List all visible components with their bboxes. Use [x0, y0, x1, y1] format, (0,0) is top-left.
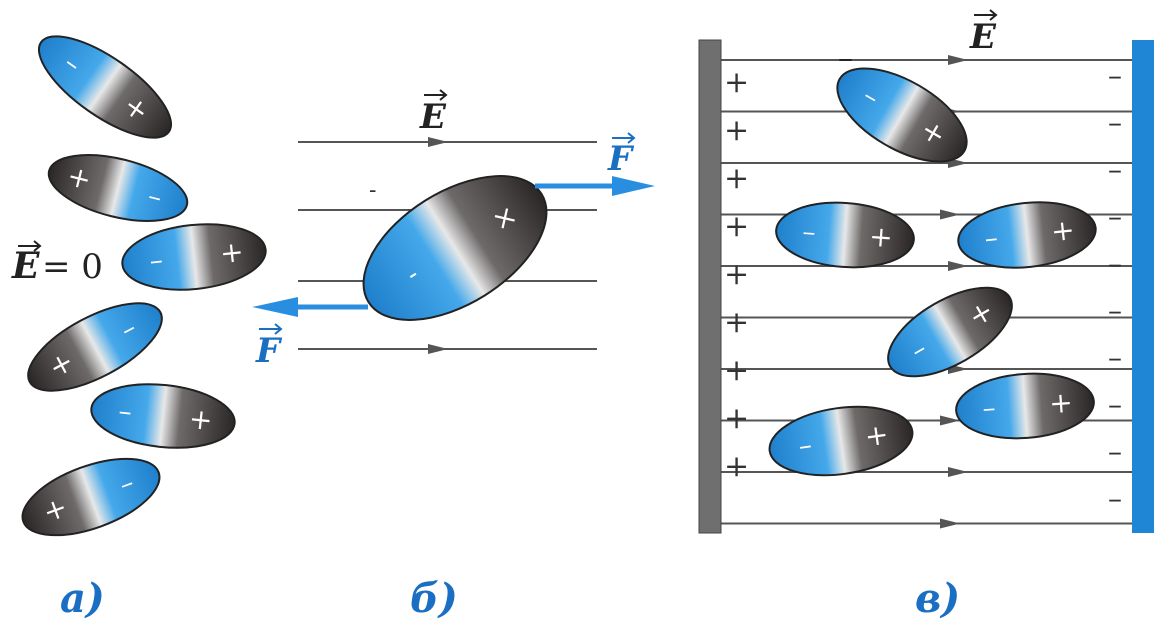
field-symbol-a: E — [11, 245, 40, 287]
minus-sign: – — [983, 223, 999, 254]
plate-minus-sign: – — [1108, 59, 1122, 92]
plate-minus-sign: – — [1108, 200, 1122, 233]
dipole-a2: + – — [47, 154, 189, 222]
vector-arrow-icon — [424, 89, 448, 101]
dipole-a6: + – — [21, 457, 161, 537]
field-arrow-icon — [940, 209, 960, 220]
panel-label-c: в) — [915, 575, 960, 622]
dipole-a4: + – — [27, 302, 163, 392]
field-arrow-icon — [940, 415, 960, 426]
field-arrow-icon — [940, 518, 960, 529]
dipole-a1: – + — [37, 35, 173, 139]
plate-minus-sign: – — [1108, 106, 1122, 139]
minus-mark: – — [838, 41, 853, 76]
plate-minus-sign: – — [1108, 153, 1122, 186]
vector-arrow-icon — [974, 9, 998, 21]
panel-b: E - × - F F — [252, 89, 655, 371]
dipole-body — [21, 457, 161, 537]
minus-sign: – — [148, 245, 164, 276]
field-zero-label: = 0 — [42, 247, 103, 287]
dipole-body — [887, 286, 1013, 378]
panel-a: – + + – – + + – – + — [11, 35, 267, 537]
force-symbol-right: F — [607, 139, 635, 179]
panel-label-b: б) — [410, 575, 458, 622]
plate-plus-sign: + — [724, 449, 749, 484]
minus-mark: - — [369, 178, 376, 203]
vector-arrow-icon — [18, 240, 42, 252]
dipole-body — [362, 175, 548, 321]
positive-plate — [698, 39, 722, 534]
dipole-a3: – + — [121, 223, 267, 291]
dipole-c1: – + — [836, 67, 968, 163]
dipole-a5: – + — [90, 383, 236, 449]
plate-plus-sign: + — [724, 257, 749, 292]
force-symbol-left: F — [255, 331, 283, 371]
plus-sign: + — [868, 220, 894, 255]
dipole-body — [775, 201, 915, 269]
minus-sign: – — [982, 393, 997, 424]
field-arrow-icon — [948, 55, 968, 65]
plate-plus-sign: + — [724, 401, 749, 436]
dipole-body — [768, 405, 914, 477]
vector-arrow-icon — [259, 323, 283, 335]
plate-minus-signs: – – – – – – – – – – — [1108, 59, 1122, 515]
plate-minus-sign: – — [1108, 341, 1122, 374]
dipole-body — [121, 223, 267, 291]
plus-sign: + — [1049, 213, 1076, 248]
field-arrow-icon — [948, 467, 968, 477]
field-symbol-b: E — [419, 97, 447, 137]
plate-plus-signs: + + + + + + + + + — [724, 65, 749, 484]
plate-plus-sign: + — [724, 305, 749, 340]
field-arrow-icon — [948, 261, 968, 271]
panel-label-a: а) — [60, 575, 105, 622]
plus-sign: + — [218, 235, 245, 270]
dipole-c4: – + — [887, 286, 1013, 378]
plate-minus-sign: – — [1108, 482, 1122, 515]
dipole-body — [37, 35, 173, 139]
dipole-body — [90, 383, 236, 449]
plus-sign: + — [1048, 386, 1074, 421]
dipole-body — [47, 154, 189, 222]
dipole-body — [836, 67, 968, 163]
minus-sign: – — [802, 217, 817, 248]
dipole-c5: – + — [955, 372, 1095, 440]
plate-minus-sign: – — [1108, 247, 1122, 280]
field-arrow-icon — [428, 344, 448, 354]
dipole-c3: – + — [957, 201, 1097, 269]
plate-minus-sign: – — [1108, 435, 1122, 468]
vector-arrow-icon — [612, 132, 636, 144]
field-arrow-icon — [428, 137, 448, 147]
plate-plus-sign: + — [724, 353, 749, 388]
plate-plus-sign: + — [724, 209, 749, 244]
dipole-body — [955, 372, 1095, 440]
field-symbol-c: E — [969, 17, 997, 57]
plate-plus-sign: + — [724, 161, 749, 196]
plate-plus-sign: + — [724, 65, 749, 100]
dipole-body — [957, 201, 1097, 269]
plus-sign: + — [863, 418, 891, 454]
plate-minus-sign: – — [1108, 294, 1122, 327]
minus-sign: – — [797, 430, 814, 462]
plate-plus-sign: + — [724, 113, 749, 148]
force-arrowhead-icon — [612, 176, 655, 196]
dipole-b: - × — [362, 175, 548, 321]
plus-sign: + — [187, 402, 214, 437]
minus-sign: – — [117, 396, 133, 427]
dipole-c2: – + — [775, 201, 915, 269]
force-arrowhead-icon — [252, 297, 298, 317]
plate-minus-sign: – — [1108, 388, 1122, 421]
negative-plate — [1132, 40, 1154, 533]
dipole-c6: – + — [768, 405, 914, 477]
dipole-body — [27, 302, 163, 392]
panel-c: + + + + + + + + + – – – – – – – – – – E – – + – + – + — [698, 9, 1154, 534]
